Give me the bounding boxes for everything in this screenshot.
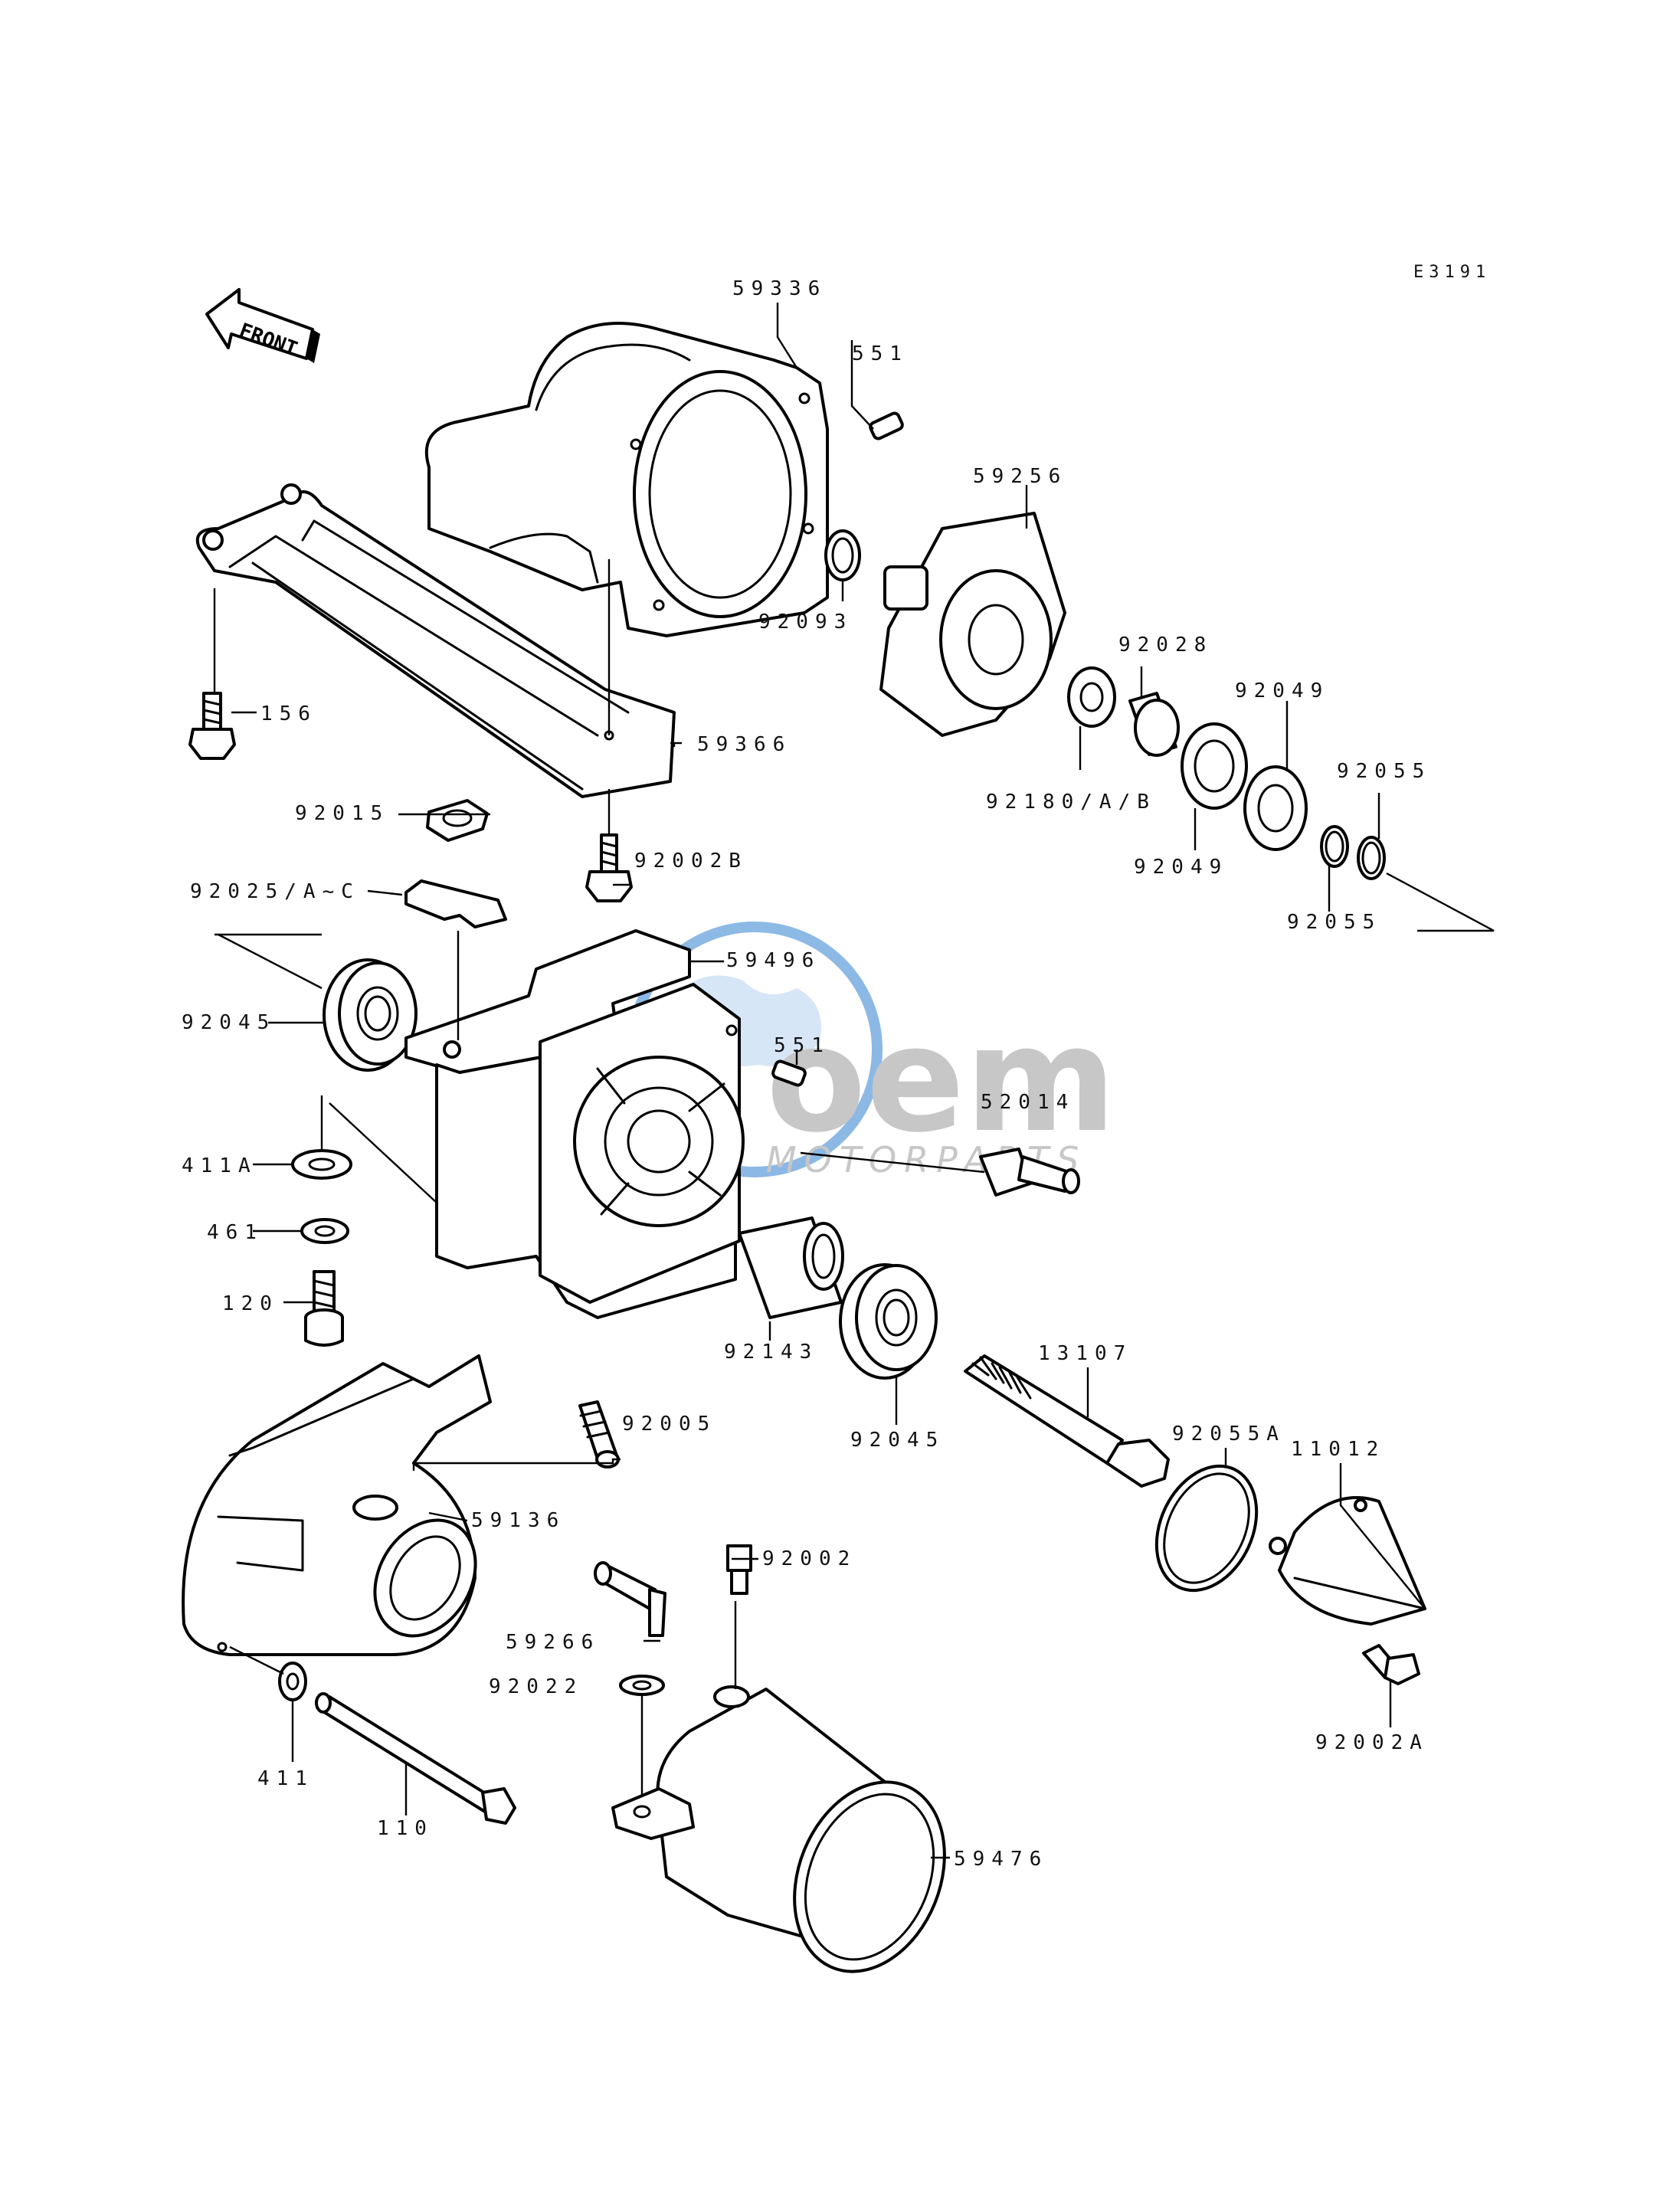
bearing-92045-left [323, 958, 418, 1072]
label-92015: 92015 [295, 802, 389, 825]
label-156: 156 [260, 702, 317, 725]
label-52014: 52014 [981, 1091, 1075, 1114]
fitting-52014 [979, 1148, 1080, 1197]
seal-92093 [824, 529, 861, 581]
o-ring-92055-b [1357, 836, 1386, 880]
label-59496: 59496 [726, 949, 820, 972]
label-11012: 11012 [1291, 1438, 1385, 1461]
collar-92028 [1128, 692, 1180, 757]
impeller-59256 [879, 512, 1066, 737]
label-551-top: 551 [852, 342, 909, 365]
label-92028: 92028 [1118, 634, 1213, 656]
bolt-92002A [1362, 1644, 1420, 1685]
label-92005: 92005 [622, 1413, 716, 1436]
pump-housing-59496 [404, 929, 745, 1319]
label-92025: 92025/A~C [190, 880, 360, 903]
label-411A: 411A [182, 1154, 257, 1177]
label-92143: 92143 [724, 1341, 818, 1364]
label-120: 120 [222, 1292, 279, 1315]
label-110: 110 [377, 1817, 434, 1840]
bolt-92002B [585, 833, 633, 902]
shim-92025 [404, 879, 507, 928]
o-ring-92055-a [1320, 825, 1349, 868]
nozzle-59136 [182, 1354, 492, 1656]
steering-nozzle-59476 [611, 1685, 946, 1973]
pump-case-59336 [424, 322, 829, 637]
washer-411A [291, 1149, 352, 1180]
watermark: oem MOTORPARTS [627, 922, 1116, 1180]
fitting-92005 [578, 1400, 620, 1468]
label-92180: 92180/A/B [986, 791, 1156, 814]
front-arrow-icon: FRONT [205, 288, 320, 363]
washer-92022 [619, 1675, 665, 1696]
oil-seal-92049-b [1243, 765, 1308, 851]
label-92045-left: 92045 [182, 1011, 276, 1034]
bearing-92045-right [839, 1263, 938, 1380]
label-92002: 92002 [762, 1547, 856, 1570]
sleeve-92143 [738, 1216, 844, 1319]
leader-lines [213, 303, 1495, 1859]
label-59336: 59336 [732, 277, 827, 300]
lock-washer-461 [300, 1218, 349, 1244]
label-92093: 92093 [758, 611, 853, 634]
label-59476: 59476 [954, 1848, 1048, 1871]
o-ring-92055A [1154, 1464, 1259, 1593]
label-92002A: 92002A [1315, 1731, 1429, 1754]
label-59256: 59256 [973, 465, 1067, 488]
watermark-brand: oem [766, 995, 1116, 1164]
label-13107: 13107 [1038, 1342, 1132, 1365]
label-59366: 59366 [697, 733, 791, 756]
nut-92015 [426, 799, 489, 842]
bolt-110 [315, 1692, 516, 1825]
diagram-code: E3191 [1413, 263, 1491, 282]
bolt-120 [304, 1270, 344, 1347]
label-92002B: 92002B [634, 850, 748, 873]
pin-551-mid [771, 1059, 807, 1087]
label-551-mid: 551 [774, 1034, 830, 1057]
label-92022: 92022 [489, 1675, 583, 1698]
pin-551-top [869, 411, 904, 440]
intake-grate-59366 [195, 483, 676, 798]
washer-92180 [1067, 666, 1116, 728]
shaft-13107 [964, 1354, 1170, 1488]
bolt-92002 [726, 1544, 752, 1595]
washer-411 [278, 1662, 307, 1701]
label-59136: 59136 [471, 1509, 565, 1532]
label-92055-top: 92055 [1337, 760, 1431, 783]
label-92055A: 92055A [1172, 1423, 1285, 1446]
fitting-59266 [594, 1561, 666, 1637]
label-92049-top: 92049 [1235, 679, 1329, 702]
bolt-156 [188, 692, 236, 760]
label-92045-right: 92045 [850, 1429, 945, 1452]
label-92049-bot: 92049 [1134, 856, 1228, 879]
part-labels: 59336 551 59256 92093 92028 92049 92055 … [182, 277, 1431, 1871]
label-59266: 59266 [506, 1631, 600, 1654]
label-92055-bot: 92055 [1287, 911, 1381, 934]
label-411: 411 [257, 1767, 314, 1790]
label-461: 461 [207, 1221, 264, 1244]
oil-seal-92049-a [1181, 722, 1248, 810]
cone-11012 [1269, 1496, 1426, 1626]
